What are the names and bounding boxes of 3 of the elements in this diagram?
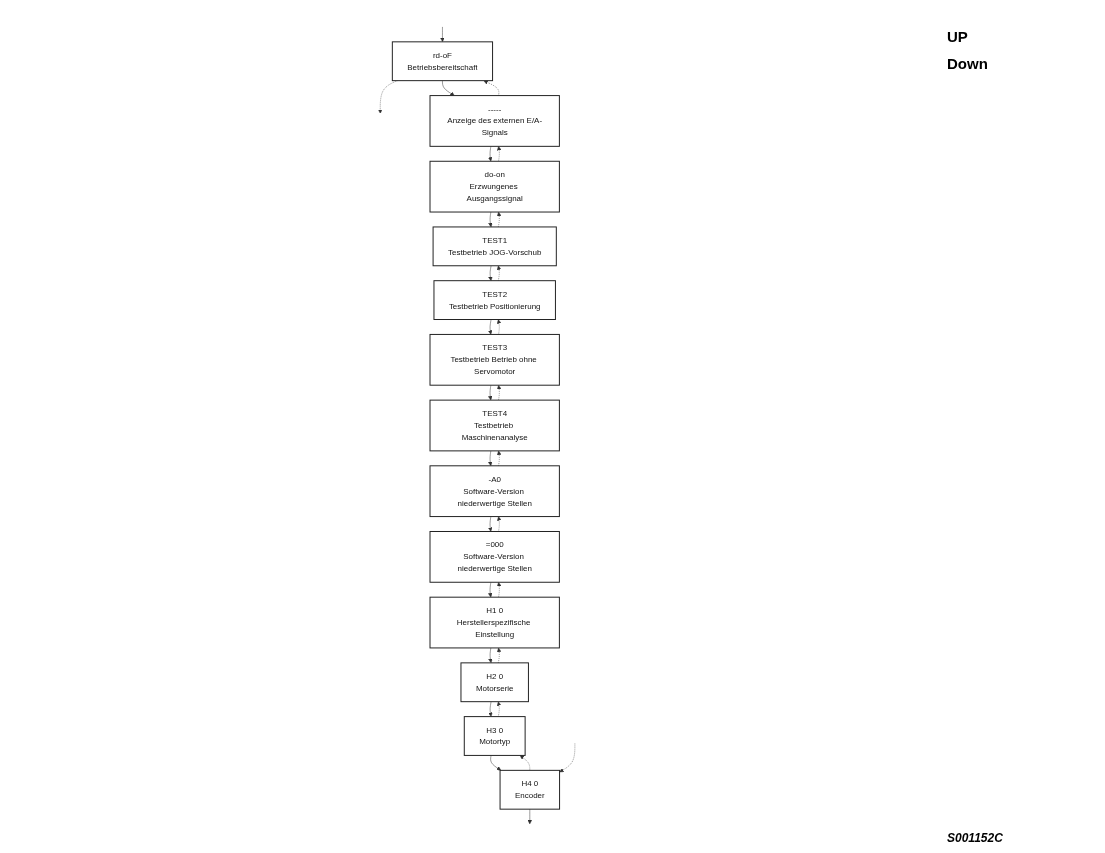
button-label: UP [947,28,969,45]
button-label: Down [947,55,989,72]
figure-code: S001152C [947,831,1004,845]
